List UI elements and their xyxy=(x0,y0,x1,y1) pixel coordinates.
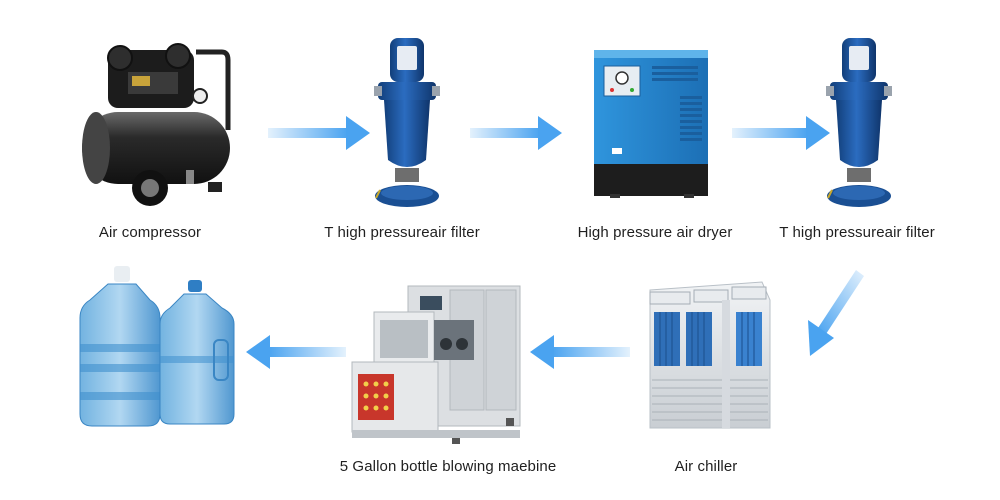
flow-arrow xyxy=(246,335,346,369)
node-label-bottle-blowing-machine: 5 Gallon bottle blowing maebine xyxy=(339,458,557,475)
node-label-air-filter-1: T high pressureair filter xyxy=(324,224,480,241)
bottle-blowing-machine-icon xyxy=(351,285,521,444)
air-chiller-icon xyxy=(649,281,771,429)
node-label-air-compressor: Air compressor xyxy=(98,224,202,241)
flow-arrow xyxy=(732,116,830,150)
air-filter-icon xyxy=(374,38,440,207)
flow-arrow xyxy=(470,116,562,150)
flow-arrow xyxy=(808,270,864,356)
node-label-air-dryer: High pressure air dryer xyxy=(577,224,733,241)
node-label-air-chiller: Air chiller xyxy=(674,458,738,475)
air-dryer-icon xyxy=(594,50,708,198)
flow-arrow xyxy=(530,335,630,369)
flow-arrow xyxy=(268,116,370,150)
air-compressor-icon xyxy=(82,43,231,206)
node-label-air-filter-2: T high pressureair filter xyxy=(779,224,935,241)
water-bottles-icon xyxy=(79,266,235,427)
air-filter-icon xyxy=(826,38,892,207)
